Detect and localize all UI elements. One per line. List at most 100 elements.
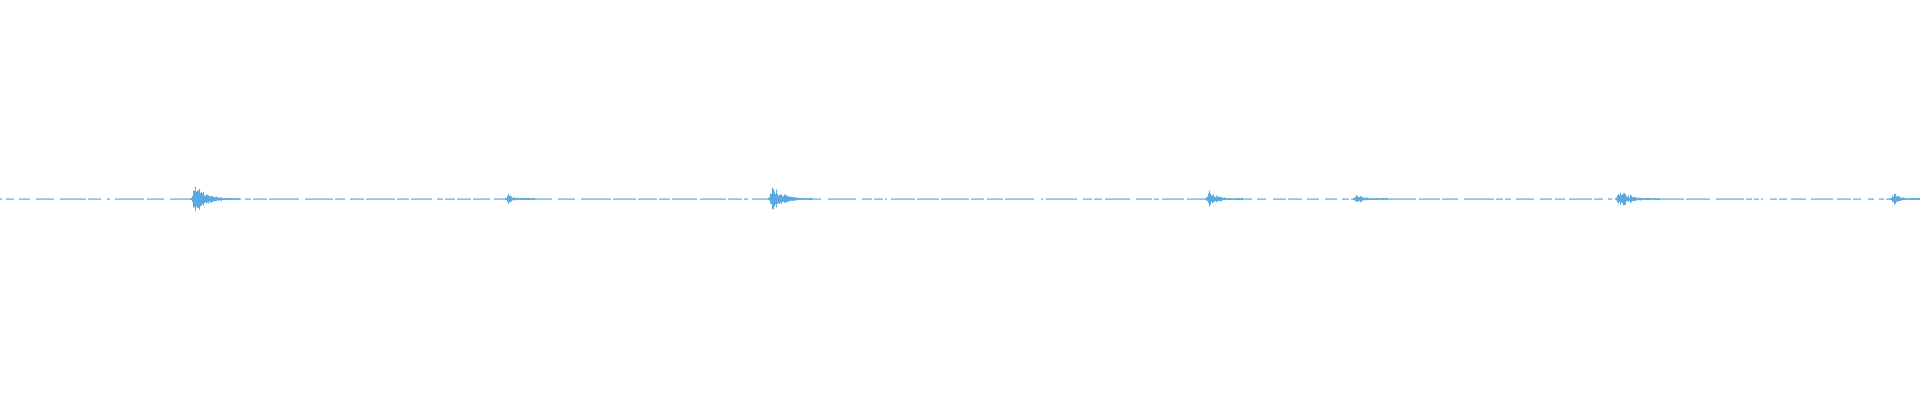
waveform-baseline-segment <box>335 198 345 200</box>
waveform-sample <box>213 196 214 202</box>
waveform-sample <box>1899 196 1900 202</box>
waveform-sample <box>230 197 231 200</box>
waveform-baseline-segment <box>1779 198 1787 200</box>
waveform-baseline-segment <box>1388 198 1416 200</box>
waveform-sample <box>787 195 788 202</box>
waveform-sample <box>1366 197 1367 201</box>
waveform-sample <box>1223 197 1224 200</box>
waveform-sample <box>771 193 772 205</box>
waveform-sample <box>769 197 770 201</box>
waveform-sample <box>226 198 227 201</box>
waveform-sample <box>1649 197 1650 201</box>
waveform-sample <box>780 194 781 203</box>
waveform-baseline-segment <box>366 198 395 200</box>
waveform-sample <box>1225 197 1226 200</box>
waveform-baseline-segment <box>305 198 333 200</box>
waveform-sample <box>1642 198 1643 200</box>
waveform-baseline-segment <box>1754 198 1759 200</box>
waveform-baseline-segment <box>350 198 364 200</box>
waveform-sample <box>515 197 516 201</box>
waveform-sample <box>506 197 507 201</box>
waveform-baseline-segment <box>525 198 552 200</box>
waveform-sample <box>1629 197 1630 201</box>
waveform-sample <box>1221 196 1222 202</box>
waveform-baseline-segment <box>1162 198 1184 200</box>
waveform-baseline-segment <box>1005 198 1034 200</box>
waveform-sample <box>1219 196 1220 202</box>
waveform-sample <box>520 197 521 201</box>
waveform-sample <box>807 198 808 200</box>
waveform-sample <box>791 196 792 201</box>
waveform-sample <box>220 197 221 201</box>
waveform-sample <box>1909 198 1910 201</box>
waveform-sample <box>1359 196 1360 201</box>
waveform-sample <box>1209 190 1210 207</box>
waveform-sample <box>1377 198 1378 200</box>
waveform-sample <box>1634 196 1635 201</box>
waveform-sample <box>1205 198 1206 200</box>
waveform-sample <box>207 195 208 203</box>
waveform-sample <box>779 195 780 205</box>
waveform-sample <box>1620 192 1621 205</box>
waveform-baseline-segment <box>397 198 409 200</box>
waveform-sample <box>1358 196 1359 202</box>
waveform-sample <box>1910 198 1911 201</box>
waveform-baseline-segment <box>1094 198 1102 200</box>
waveform-sample <box>1211 195 1212 202</box>
waveform-sample <box>1618 194 1619 205</box>
waveform-baseline-segment <box>1837 198 1851 200</box>
waveform-sample <box>778 195 779 204</box>
waveform-sample <box>801 197 802 201</box>
waveform-sample <box>1364 197 1365 201</box>
waveform-sample <box>231 197 232 200</box>
waveform-sample <box>208 195 209 204</box>
waveform-sample <box>202 193 203 205</box>
waveform-sample <box>1902 197 1903 201</box>
waveform-baseline-segment <box>115 198 144 200</box>
waveform-sample <box>190 198 191 200</box>
waveform-sample <box>1615 198 1616 200</box>
waveform-baseline-segment <box>1307 198 1319 200</box>
waveform-sample <box>799 197 800 200</box>
waveform-baseline-segment <box>1516 198 1534 200</box>
waveform-sample <box>797 197 798 201</box>
waveform-sample <box>1387 198 1388 201</box>
waveform-sample <box>1624 193 1625 206</box>
waveform-baseline-segment <box>1716 198 1744 200</box>
waveform-sample <box>1656 198 1657 200</box>
waveform-baseline-segment <box>917 198 939 200</box>
waveform-baseline-segment <box>147 198 164 200</box>
waveform-sample <box>514 197 515 201</box>
waveform-sample <box>784 194 785 203</box>
waveform-sample <box>523 197 524 201</box>
waveform-sample <box>803 198 804 200</box>
waveform-sample <box>233 197 234 200</box>
waveform-sample <box>1641 197 1642 201</box>
waveform-sample <box>524 198 525 201</box>
waveform-baseline-segment <box>1154 198 1159 200</box>
waveform-baseline-segment <box>1496 198 1503 200</box>
waveform-sample <box>1371 198 1372 200</box>
waveform-sample <box>804 197 805 200</box>
waveform-sample <box>1228 198 1229 201</box>
waveform-sample <box>788 196 789 202</box>
waveform-baseline-segment <box>971 198 984 200</box>
waveform-sample <box>197 190 198 208</box>
waveform-sample <box>196 191 197 207</box>
waveform-sample <box>785 194 786 203</box>
waveform-sample <box>1356 195 1357 202</box>
waveform-sample <box>1914 198 1915 200</box>
waveform-baseline-segment <box>0 198 2 200</box>
waveform-sample <box>1206 197 1207 201</box>
waveform-sample <box>1381 197 1382 200</box>
waveform-sample <box>1643 198 1644 200</box>
waveform-sample <box>193 190 194 208</box>
waveform-sample <box>1623 193 1624 206</box>
waveform-sample <box>1903 197 1904 200</box>
waveform-sample <box>1213 194 1214 203</box>
waveform-baseline-segment <box>558 198 575 200</box>
waveform-sample <box>781 194 782 205</box>
waveform-sample <box>1384 198 1385 200</box>
waveform-sample <box>1241 198 1242 201</box>
waveform-baseline-segment <box>1136 198 1152 200</box>
